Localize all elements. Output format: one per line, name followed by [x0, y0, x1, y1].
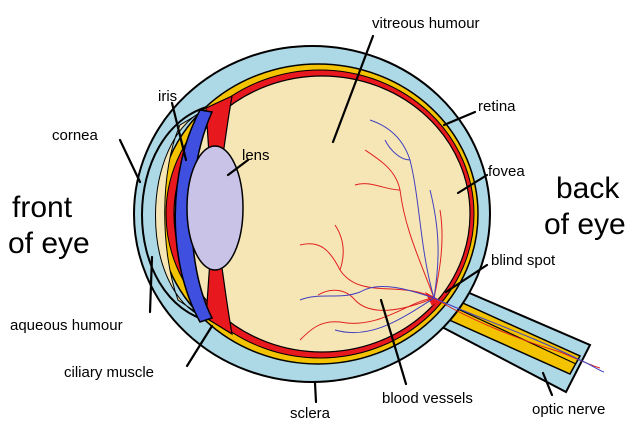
label-front-of-eye-line1: front — [12, 191, 73, 224]
label-blind-spot: blind spot — [491, 252, 556, 269]
label-fovea: fovea — [488, 163, 525, 180]
label-vitreous-humour: vitreous humour — [372, 15, 480, 32]
leader-cornea — [120, 140, 140, 182]
label-back-of-eye-line1: back — [556, 172, 620, 205]
label-ciliary-muscle: ciliary muscle — [64, 364, 154, 381]
label-blood-vessels: blood vessels — [382, 390, 473, 407]
leader-sclera — [315, 383, 316, 402]
label-front-of-eye-line2: of eye — [8, 227, 90, 260]
label-cornea: cornea — [52, 127, 99, 144]
label-lens: lens — [242, 147, 270, 164]
label-sclera: sclera — [290, 405, 331, 422]
label-retina: retina — [478, 98, 516, 115]
label-optic-nerve: optic nerve — [532, 401, 605, 418]
label-aqueous-humour: aqueous humour — [10, 317, 123, 334]
label-iris: iris — [158, 88, 177, 105]
label-back-of-eye-line2: of eye — [544, 208, 626, 241]
lens — [187, 146, 243, 270]
